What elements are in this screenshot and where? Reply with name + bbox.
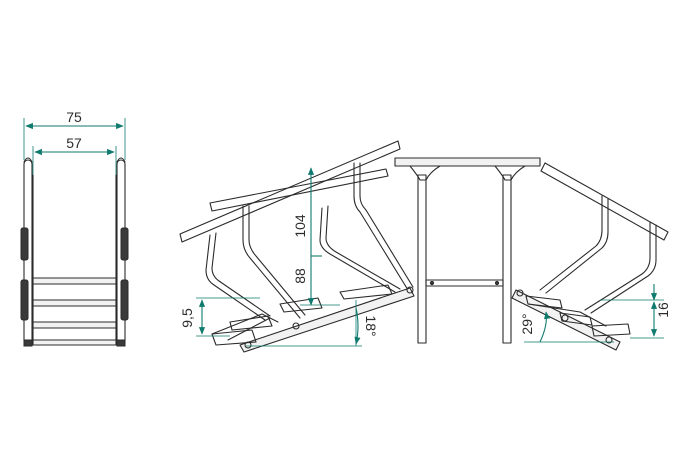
riser-height-label: 16 xyxy=(655,302,671,318)
dimension-handrail-heights: 88 104 xyxy=(292,167,340,306)
inner-width-label: 57 xyxy=(66,135,82,151)
dimension-overall-width: 75 xyxy=(23,109,126,160)
dimension-step-height: 9,5 xyxy=(179,297,260,337)
stringer-angle-right-label: 29° xyxy=(519,313,535,334)
dimension-riser-height: 16 xyxy=(600,284,671,339)
handrail-height-b-label: 104 xyxy=(292,214,308,238)
overall-width-label: 75 xyxy=(66,109,82,125)
dimension-inner-width: 57 xyxy=(32,135,117,175)
dimension-stringer-angle-right: 29° xyxy=(519,311,614,343)
handrail-height-a-label: 88 xyxy=(292,268,308,284)
dimension-stringer-angle-left: 18° xyxy=(246,300,379,347)
step-height-label: 9,5 xyxy=(179,308,195,328)
stringer-angle-left-label: 18° xyxy=(363,315,379,336)
side-view xyxy=(179,140,669,353)
front-view xyxy=(20,157,129,347)
